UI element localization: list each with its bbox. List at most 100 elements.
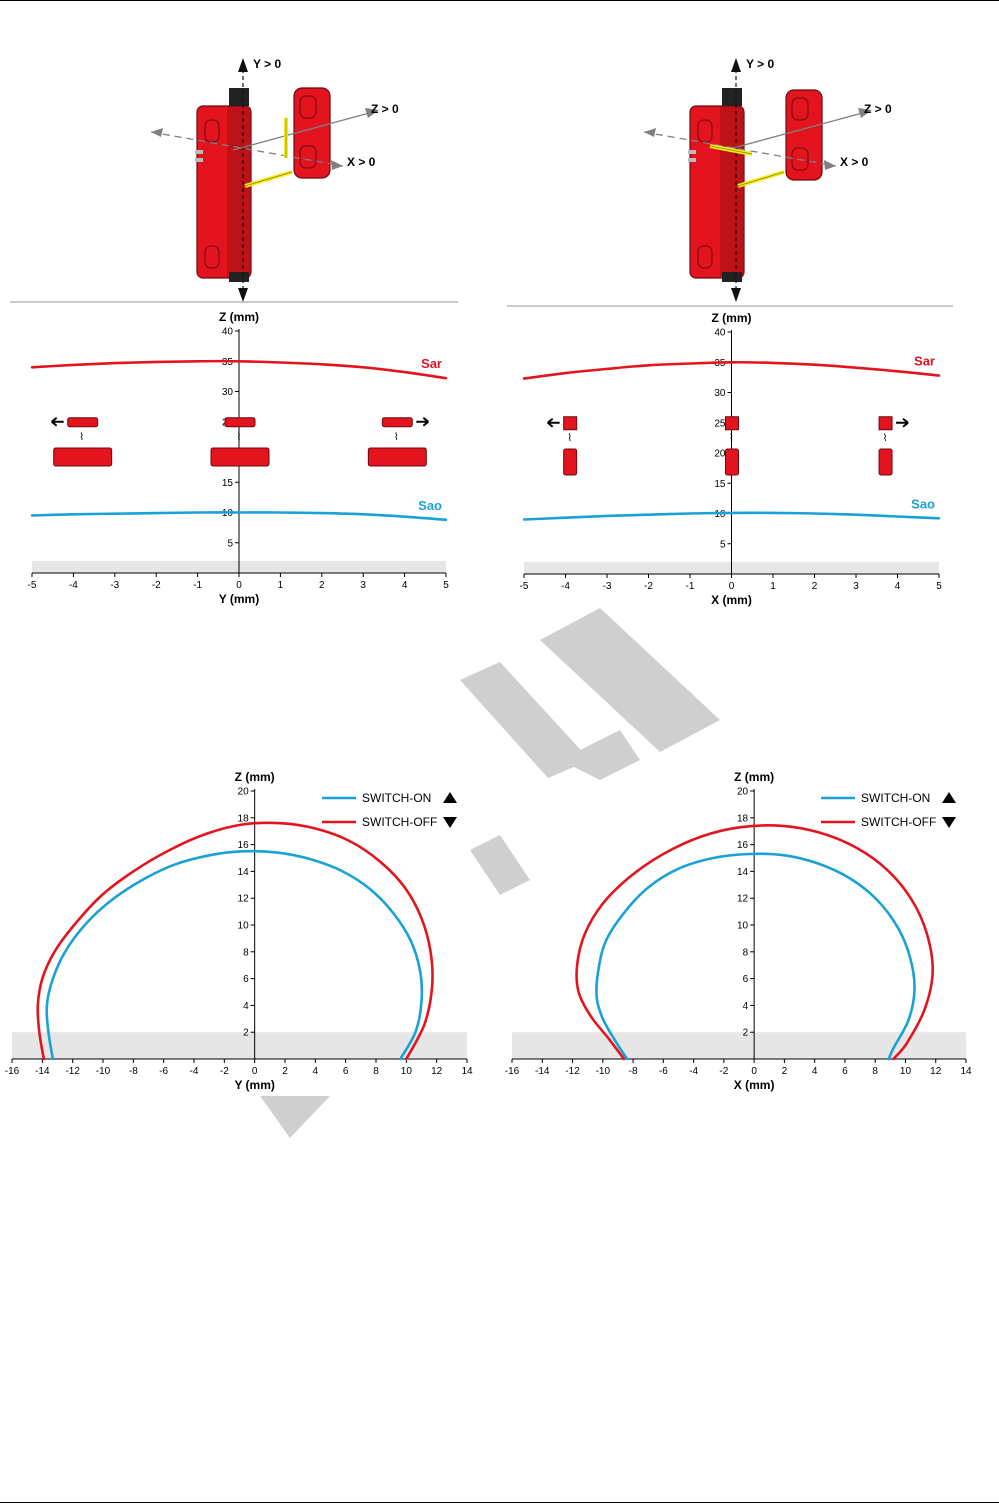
y-axis-arrowhead-icon bbox=[238, 288, 248, 302]
x-tick-label: -1 bbox=[686, 581, 695, 592]
series-line-switch-on bbox=[45, 849, 424, 1061]
wireless-icon: ⌇ bbox=[394, 432, 399, 443]
safety-sensor-icon bbox=[367, 447, 427, 467]
actuator-icon bbox=[785, 89, 823, 181]
x-tick-label: -16 bbox=[505, 1066, 520, 1077]
x-tick-label: -8 bbox=[629, 1066, 638, 1077]
mount-hole-icon bbox=[204, 245, 220, 269]
arrow-left-icon bbox=[51, 416, 64, 427]
y-tick-label: 15 bbox=[222, 478, 234, 489]
x-tick-label: 4 bbox=[812, 1066, 818, 1077]
safety-sensor-icon bbox=[725, 448, 739, 476]
connector-icon bbox=[229, 88, 249, 106]
led-icon bbox=[195, 150, 203, 154]
z-axis-arrowhead-icon bbox=[365, 108, 379, 118]
series-line-switch-on bbox=[595, 852, 916, 1061]
y-tick-label: 14 bbox=[238, 867, 250, 878]
mount-hole-icon bbox=[204, 119, 220, 143]
x-tick-label: -12 bbox=[565, 1066, 580, 1077]
x-tick-label: 4 bbox=[402, 580, 408, 591]
x-tick-label: 6 bbox=[343, 1066, 349, 1077]
x-tick-label: -2 bbox=[152, 580, 161, 591]
x-tick-label: -3 bbox=[110, 580, 119, 591]
actuator-icon bbox=[293, 87, 331, 179]
x-tick-label: -8 bbox=[129, 1066, 138, 1077]
x-tick-label: 3 bbox=[360, 580, 366, 591]
shaded-band bbox=[12, 1032, 467, 1059]
y-tick-label: 15 bbox=[714, 479, 726, 490]
x-tick-label: -1 bbox=[193, 580, 202, 591]
x-tick-label: -10 bbox=[96, 1066, 111, 1077]
x-tick-label: 14 bbox=[461, 1066, 473, 1077]
y-tick-label: 2 bbox=[743, 1028, 749, 1039]
x-axis-arrowhead-icon bbox=[824, 160, 836, 170]
y-tick-label: 40 bbox=[714, 328, 726, 339]
y-tick-label: 10 bbox=[714, 509, 726, 520]
mount-hole-icon bbox=[791, 97, 809, 121]
double-arrow-outline bbox=[709, 145, 753, 155]
x-tick-label: 5 bbox=[936, 581, 942, 592]
x-tick-label: -10 bbox=[596, 1066, 611, 1077]
x-tick-label: -14 bbox=[35, 1066, 50, 1077]
x-tick-label: 1 bbox=[770, 581, 776, 592]
y-axis-arrowhead-icon bbox=[731, 58, 741, 72]
x-tick-label: 3 bbox=[853, 581, 859, 592]
sensor-side-face bbox=[720, 106, 744, 278]
y-tick-label: 10 bbox=[238, 921, 250, 932]
x-tick-label: -4 bbox=[69, 580, 78, 591]
x-axis-title: Y (mm) bbox=[219, 592, 259, 606]
x-tick-label: 4 bbox=[895, 581, 901, 592]
arrow-right-icon bbox=[896, 417, 909, 428]
actuator-icon bbox=[381, 417, 413, 428]
x-tick-label: 12 bbox=[431, 1066, 443, 1077]
draft-watermark bbox=[260, 608, 720, 1138]
led-icon bbox=[688, 158, 696, 162]
x-tick-label: 8 bbox=[872, 1066, 878, 1077]
illustration-x-axis: Y > 0Z > 0X > 0 bbox=[507, 57, 953, 307]
x-axis-line bbox=[643, 131, 837, 167]
x-tick-label: 14 bbox=[960, 1066, 972, 1077]
wireless-icon: ⌇ bbox=[567, 433, 572, 444]
x-axis-arrowhead-icon bbox=[644, 128, 656, 137]
x-tick-label: 4 bbox=[313, 1066, 319, 1077]
x-tick-label: -4 bbox=[689, 1066, 698, 1077]
x-tick-label: -2 bbox=[719, 1066, 728, 1077]
x-tick-label: 2 bbox=[282, 1066, 288, 1077]
legend-label: SWITCH-ON bbox=[861, 791, 930, 805]
triangle-down-icon bbox=[942, 817, 956, 828]
y-tick-label: 18 bbox=[737, 813, 749, 824]
actuator-icon bbox=[878, 416, 893, 431]
legend-label: SWITCH-OFF bbox=[861, 815, 936, 829]
safety-sensor-icon bbox=[563, 448, 578, 476]
x-tick-label: 12 bbox=[930, 1066, 942, 1077]
y-axis-title: Z (mm) bbox=[219, 310, 259, 324]
illustration-y-axis: Y > 0Z > 0X > 0 bbox=[10, 57, 458, 303]
y-tick-label: 6 bbox=[743, 974, 749, 985]
x-axis-arrowhead-icon bbox=[331, 160, 343, 170]
y-tick-label: 20 bbox=[737, 787, 749, 798]
connector-base-icon bbox=[229, 272, 249, 282]
led-icon bbox=[195, 158, 203, 162]
z-axis-label: Z > 0 bbox=[864, 102, 892, 116]
x-tick-label: 6 bbox=[842, 1066, 848, 1077]
x-tick-label: -4 bbox=[561, 581, 570, 592]
x-axis-arrowhead-icon bbox=[151, 128, 163, 137]
x-tick-label: -14 bbox=[535, 1066, 550, 1077]
x-tick-label: 10 bbox=[401, 1066, 413, 1077]
x-tick-label: -12 bbox=[65, 1066, 80, 1077]
triangle-up-icon bbox=[443, 792, 457, 803]
y-axis-label: Y > 0 bbox=[746, 57, 774, 71]
triangle-down-icon bbox=[443, 817, 457, 828]
mount-hole-icon bbox=[299, 95, 317, 119]
y-tick-label: 40 bbox=[222, 327, 234, 338]
y-tick-label: 10 bbox=[737, 921, 749, 932]
actuator-icon bbox=[725, 416, 739, 431]
x-axis-title: X (mm) bbox=[734, 1078, 775, 1092]
sensor-side-face bbox=[227, 106, 251, 278]
x-tick-label: 2 bbox=[319, 580, 325, 591]
x-tick-label: -6 bbox=[659, 1066, 668, 1077]
watermark-stroke-d bbox=[470, 835, 530, 895]
x-tick-label: 8 bbox=[373, 1066, 379, 1077]
legend-label: SWITCH-OFF bbox=[362, 815, 437, 829]
